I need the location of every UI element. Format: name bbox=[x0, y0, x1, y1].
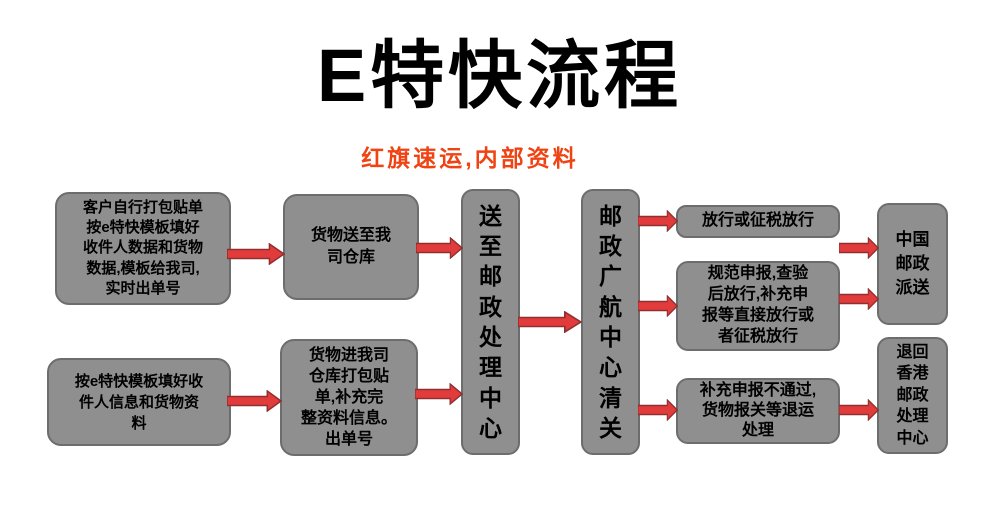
arrow-warehouse-to-postal-center-icon bbox=[416, 237, 463, 259]
arrow-fill-template-to-warehouse-icon bbox=[227, 390, 282, 412]
page-subtitle: 红旗速运,内部资料 bbox=[361, 145, 579, 171]
flow-box-fill-template: 按e特快模板填好收 件人信息和货物资 料 bbox=[47, 358, 231, 446]
flow-box-standard-declaration: 规范申报,查验 后放行,补充申 报等直接放行或 者征税放行 bbox=[676, 261, 840, 351]
flow-box-goods-into-warehouse: 货物进我司 仓库打包贴 单,补充完 整资料信息。 出单号 bbox=[280, 339, 418, 456]
flow-box-customs-clearance-center: 邮 政 广 航 中 心 清 关 bbox=[581, 189, 640, 455]
flow-box-release: 放行或征税放行 bbox=[676, 205, 840, 238]
arrow-postal-center-to-customs-icon bbox=[518, 311, 582, 333]
arrow-fail-return-to-hk-return-icon bbox=[839, 399, 879, 421]
arrow-customs-to-release-icon bbox=[638, 210, 678, 232]
arrow-customs-to-fail-return-icon bbox=[638, 399, 678, 421]
flow-box-declaration-fail-return: 补充申报不通过, 货物报关等退运 处理 bbox=[676, 378, 840, 444]
flow-box-postal-processing-center: 送 至 邮 政 处 理 中 心 bbox=[461, 189, 520, 455]
page-title: E特快流程 bbox=[316, 34, 683, 117]
flow-box-china-post-delivery: 中国 邮政 派送 bbox=[877, 203, 948, 325]
flow-box-goods-to-warehouse: 货物送至我 司仓库 bbox=[283, 194, 419, 300]
arrow-warehouse2-to-postal-center-icon bbox=[415, 383, 463, 405]
flow-box-customer-pack: 客户自行打包贴单 按e特快模板填好 收件人数据和货物 数据,模板给我司, 实时出… bbox=[55, 192, 231, 305]
arrow-standard-declare-to-china-post-icon bbox=[839, 288, 879, 310]
flow-box-hk-post-return: 退回 香港 邮政 处理 中心 bbox=[877, 337, 948, 454]
arrow-customer-pack-to-warehouse-icon bbox=[227, 243, 285, 265]
arrow-release-to-china-post-icon bbox=[839, 237, 879, 259]
arrow-customs-to-standard-declare-icon bbox=[638, 295, 678, 317]
